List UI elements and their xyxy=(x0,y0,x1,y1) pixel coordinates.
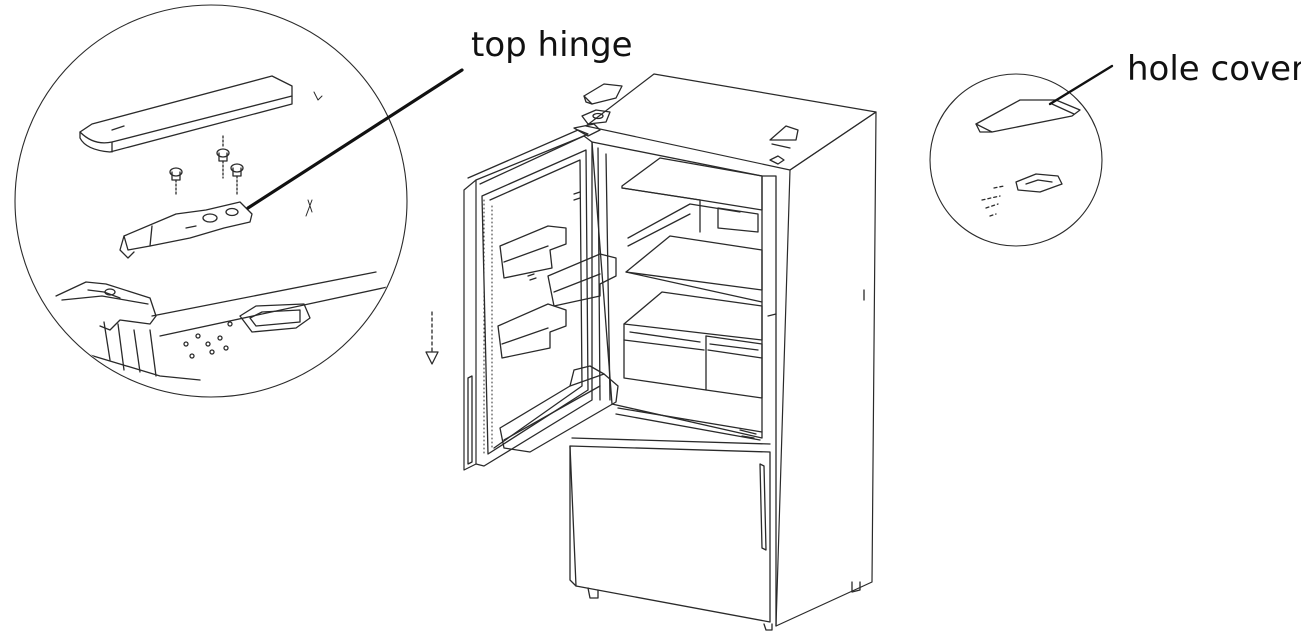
door-bin-4 xyxy=(500,374,618,452)
fridge-top-hole-cover xyxy=(770,126,798,164)
cabinet-top-detail xyxy=(40,272,392,380)
hole-cover-leader-line xyxy=(1050,66,1112,104)
hinge-screws xyxy=(170,136,243,196)
hinge-cover xyxy=(80,76,322,152)
hole-cover-label: hole cover xyxy=(1127,49,1301,89)
hole-cover xyxy=(976,100,1080,132)
top-hinge-leader-line xyxy=(248,70,462,208)
refrigerator-door-open xyxy=(464,130,618,470)
door-bin-2 xyxy=(548,254,616,306)
top-hinge-label: top hinge xyxy=(471,25,633,65)
top-hinge-bracket xyxy=(120,200,312,258)
fridge-interior xyxy=(592,142,762,440)
refrigerator-body xyxy=(570,74,876,630)
door-bin-1 xyxy=(500,226,566,278)
door-down-arrow-icon xyxy=(426,312,438,364)
hinge-detail-circle xyxy=(15,5,407,397)
hole-cover-detail-circle xyxy=(930,74,1102,246)
cabinet-hole xyxy=(982,174,1062,216)
door-top-hinge-parts xyxy=(574,84,622,136)
door-bin-3 xyxy=(498,304,566,358)
